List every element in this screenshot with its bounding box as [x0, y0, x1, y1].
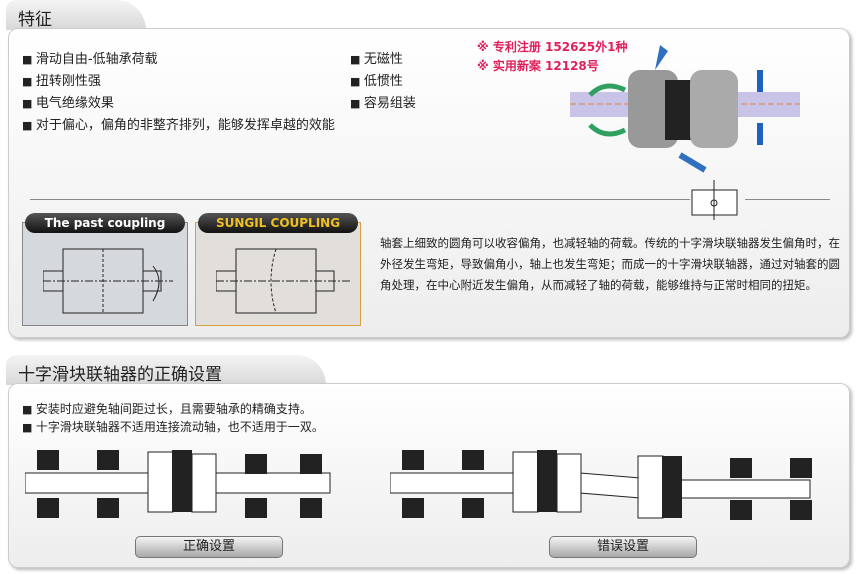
- correct-setup-diagram: [25, 450, 331, 518]
- past-coupling-box: The past coupling: [22, 213, 188, 326]
- coupling-description: 轴套上细致的圆角可以收容偏角，也减轻轴的荷载。传统的十字滑块联轴器发生偏角时，在…: [380, 236, 840, 292]
- install-item: 安装时应避免轴间距过长，且需要轴承的精确支持。: [22, 400, 312, 417]
- feature-item: 扭转刚性强: [22, 70, 101, 89]
- feature-item: 滑动自由-低轴承荷载: [22, 48, 158, 67]
- past-coupling-drawing: [43, 248, 173, 314]
- sungil-coupling-label: SUNGIL COUPLING: [198, 213, 358, 233]
- install-item: 十字滑块联轴器不适用连接流动轴，也不适用于一双。: [22, 418, 324, 435]
- features-title: 特征: [18, 10, 52, 30]
- correct-setup-button[interactable]: 正确设置: [135, 536, 283, 558]
- patent-note: ※ 专利注册 152625外1种: [477, 40, 628, 54]
- sungil-coupling-box: SUNGIL COUPLING: [195, 213, 361, 326]
- wrong-setup-button[interactable]: 错误设置: [549, 536, 697, 558]
- feature-item: 无磁性: [350, 48, 403, 67]
- wrong-setup-diagram: [390, 450, 812, 520]
- divider: [745, 199, 830, 200]
- sungil-coupling-drawing: [216, 248, 351, 314]
- feature-item: 低惯性: [350, 70, 403, 89]
- patent-note: ※ 实用新案 12128号: [477, 59, 599, 73]
- install-title: 十字滑块联轴器的正确设置: [18, 365, 222, 385]
- past-coupling-label: The past coupling: [25, 213, 185, 233]
- divider: [30, 199, 690, 200]
- features-tab: 特征: [6, 0, 146, 30]
- install-tab: 十字滑块联轴器的正确设置: [6, 355, 326, 385]
- feature-item: 对于偏心，偏角的非整齐排列，能够发挥卓越的效能: [22, 114, 335, 133]
- feature-item: 容易组装: [350, 92, 416, 111]
- coupling-photo: [570, 45, 800, 220]
- feature-item: 电气绝缘效果: [22, 92, 114, 111]
